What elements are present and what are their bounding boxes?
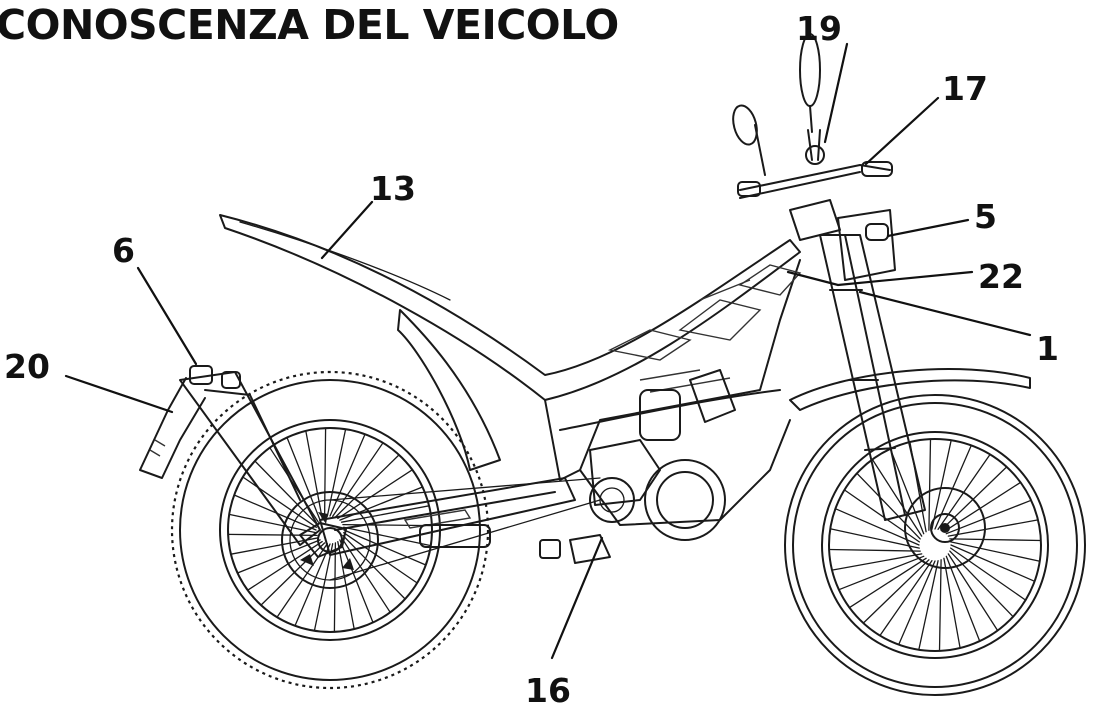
spoke	[323, 427, 327, 518]
rear-wheel	[170, 370, 490, 690]
spoke	[340, 505, 430, 523]
leader-5	[886, 218, 970, 238]
spoke	[950, 547, 1027, 601]
rear-sprocket	[281, 491, 379, 589]
callout-19: 19	[796, 9, 842, 48]
spoke	[269, 447, 320, 523]
spoke	[286, 436, 321, 521]
spoke	[918, 560, 939, 651]
spoke	[940, 466, 1008, 531]
spoke	[947, 519, 1039, 537]
front-brake-disc	[904, 487, 986, 569]
spoke	[829, 528, 920, 549]
spoke	[938, 559, 942, 652]
leader-22	[786, 270, 974, 287]
headlight	[865, 223, 889, 241]
spoke	[332, 442, 384, 517]
spoke	[227, 533, 318, 537]
leader-13	[320, 200, 374, 260]
leader-16	[550, 536, 604, 660]
callout-13: 13	[370, 169, 416, 208]
spoke	[848, 557, 927, 609]
spoke	[879, 560, 933, 637]
spoke	[305, 430, 323, 520]
spoke	[343, 526, 432, 547]
leader-17	[864, 96, 940, 166]
seat-tail	[219, 214, 801, 471]
spoke	[928, 438, 932, 531]
spoke	[242, 476, 317, 528]
callout-1: 1	[1036, 329, 1059, 368]
front-wheel	[784, 394, 1086, 696]
spoke	[856, 472, 921, 540]
spoke	[326, 428, 347, 517]
leader-6	[136, 266, 198, 366]
spoke	[236, 539, 321, 574]
spoke	[889, 448, 925, 535]
spoke	[843, 489, 920, 543]
spoke	[862, 559, 930, 624]
handlebar	[737, 124, 893, 241]
leader-19	[823, 42, 849, 144]
callout-22: 22	[978, 257, 1024, 296]
spoke	[945, 555, 981, 642]
spoke	[945, 499, 1032, 535]
spoke	[943, 481, 1022, 533]
mirror-left	[732, 104, 758, 146]
spoke	[342, 523, 433, 527]
spoke	[950, 544, 1036, 582]
spoke	[828, 548, 921, 552]
spoke	[950, 541, 1041, 562]
spoke	[949, 550, 1014, 618]
frame	[544, 259, 802, 526]
front-fender	[789, 368, 1031, 411]
spoke	[334, 454, 400, 518]
callout-17: 17	[942, 69, 988, 108]
leader-lines	[64, 42, 1032, 660]
spoke	[254, 460, 318, 526]
spoke	[343, 532, 418, 584]
page-title: CONOSCENZA DEL VEICOLO	[0, 1, 619, 49]
spoke	[943, 557, 961, 649]
rear-fender	[139, 365, 321, 546]
number-plate	[837, 209, 896, 281]
engine	[539, 369, 736, 564]
spoke	[831, 553, 923, 571]
chain	[329, 477, 601, 581]
spoke	[949, 538, 1042, 542]
spoke	[931, 439, 952, 530]
spoke	[834, 508, 920, 546]
spoke	[228, 513, 317, 534]
callout-16: 16	[525, 671, 571, 706]
spoke	[871, 458, 923, 537]
spoke	[343, 529, 427, 566]
spoke	[329, 433, 366, 517]
callouts: 19 17 13 5 6 22 1 20 16	[4, 9, 1059, 706]
spoke	[233, 494, 317, 531]
spoke	[898, 560, 936, 646]
callout-20: 20	[4, 347, 50, 386]
callout-5: 5	[974, 197, 997, 236]
leader-1	[858, 290, 1032, 337]
leader-20	[64, 374, 174, 414]
spoke	[838, 555, 925, 591]
spoke	[247, 540, 323, 591]
spoke	[337, 469, 413, 520]
callout-6: 6	[112, 231, 135, 270]
